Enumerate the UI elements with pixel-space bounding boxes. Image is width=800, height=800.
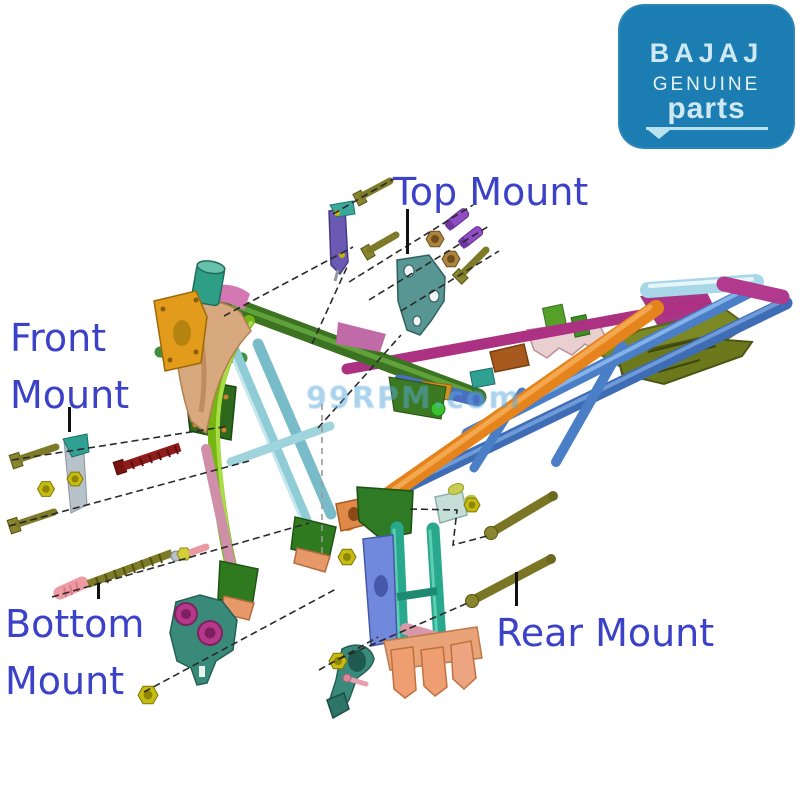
brass-nut	[425, 230, 445, 248]
top-mount-label: Top Mount	[393, 170, 589, 214]
rubber-bushing	[197, 620, 223, 646]
dashed-assembly-lines	[8, 176, 500, 693]
yellow-nut	[36, 481, 56, 497]
bolt	[451, 246, 490, 285]
head-tube	[190, 260, 226, 307]
bottom-mount-leader-line	[97, 583, 100, 599]
rear-mount-parts	[328, 491, 558, 670]
purple-bracket	[328, 207, 349, 276]
tail-tubes	[640, 274, 790, 305]
bajaj-genuine-parts-logo: BAJAJ GENUINE parts	[618, 4, 795, 149]
bolt	[8, 443, 60, 470]
yellow-nut	[66, 471, 84, 487]
logo-parts-text: parts	[667, 92, 746, 125]
orange-tube	[340, 300, 664, 531]
logo-genuine-text: GENUINE	[652, 74, 761, 95]
watermark: 99RPM.com	[306, 381, 522, 416]
yellow-nut	[328, 652, 348, 670]
bottom-mount-parts	[53, 543, 238, 705]
bottom-mount-label-line1: Bottom	[5, 602, 145, 646]
rear-mount-leader-line	[515, 572, 518, 606]
logo-brand-text: BAJAJ	[649, 38, 764, 68]
yellow-nut	[137, 685, 159, 705]
yellow-nut	[463, 497, 481, 513]
front-mount-label-line1: Front	[10, 316, 107, 360]
long-bolt	[465, 554, 556, 608]
bolt	[360, 231, 400, 261]
front-frame-section	[153, 260, 337, 621]
bottom-mount-label: Bottom Mount	[5, 596, 144, 710]
bottom-mount-label-line2: Mount	[5, 659, 125, 703]
mid-brackets	[388, 367, 496, 420]
olive-threaded-rod	[86, 549, 174, 588]
long-bolt	[484, 491, 558, 540]
centre-bottom-assembly	[326, 483, 483, 720]
chevron-down-icon	[647, 130, 670, 139]
purple-stud	[457, 226, 484, 249]
brass-nut	[441, 250, 461, 268]
red-threaded-rod	[112, 442, 182, 476]
top-mount-leader-line	[406, 209, 409, 254]
yellow-nut	[337, 548, 357, 566]
rear-brown-bracket	[489, 343, 530, 373]
rubber-bushing	[174, 602, 198, 626]
logo-underline	[645, 127, 768, 139]
pale-nut	[176, 547, 192, 561]
front-mount-leader-line	[68, 407, 71, 432]
front-mount-label: Front Mount	[10, 310, 129, 424]
rear-mount-label: Rear Mount	[496, 611, 715, 655]
